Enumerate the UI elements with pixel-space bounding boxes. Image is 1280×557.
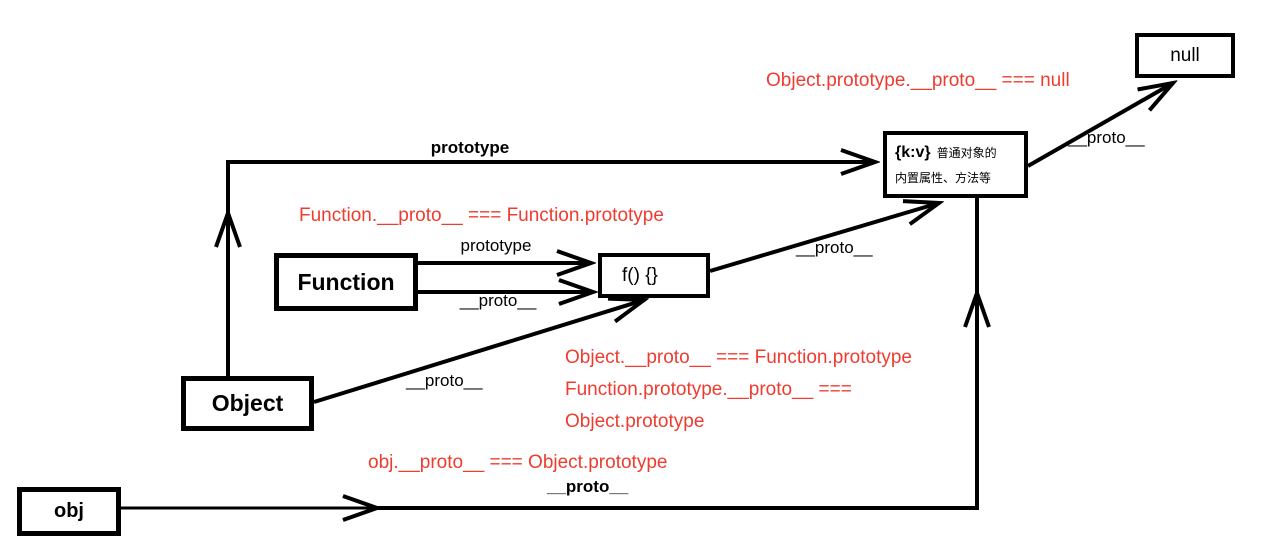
annotation-object-prototype-proto-null: Object.prototype.__proto__ === null xyxy=(766,70,1070,91)
edge-label-obj-proto: __proto__ xyxy=(547,477,629,496)
annotation-function-proto: Function.__proto__ === Function.prototyp… xyxy=(299,205,664,226)
arrow-obj-proto-corner xyxy=(377,293,977,510)
annotation-function-prototype-proto-line2: Object.prototype xyxy=(565,411,705,432)
null-box-label: null xyxy=(1170,44,1200,66)
arrow-fnprototype-proto xyxy=(709,203,939,273)
object-box: Object xyxy=(181,376,314,431)
kv-box-title: {k:v} xyxy=(895,143,931,161)
edge-label-function-proto: __proto__ xyxy=(459,291,537,310)
edge-label-object-proto: __proto__ xyxy=(406,371,483,390)
kv-box-line1: {k:v} 普通对象的 xyxy=(895,144,997,162)
object-box-label: Object xyxy=(211,390,284,416)
arrow-object-proto xyxy=(313,300,644,404)
function-box-label: Function xyxy=(297,268,395,295)
kv-box-desc-line2: 内置属性、方法等 xyxy=(895,170,992,185)
null-box: null xyxy=(1135,33,1235,78)
prototype-object-box: {k:v} 普通对象的 内置属性、方法等 xyxy=(883,131,1028,198)
arrow-kv-proto-to-null xyxy=(1027,83,1173,168)
kv-box-desc-line1: 普通对象的 xyxy=(936,146,997,160)
function-box: Function xyxy=(274,253,418,311)
function-prototype-box-label: f() {} xyxy=(622,264,658,286)
obj-box-label: obj xyxy=(54,500,84,522)
arrow-object-prototype-horizontal xyxy=(226,162,875,213)
annotation-object-proto: Object.__proto__ === Function.prototype xyxy=(565,347,912,368)
edge-label-object-prototype: prototype xyxy=(430,138,510,157)
function-prototype-box: f() {} xyxy=(598,253,710,298)
obj-box: obj xyxy=(17,487,121,536)
edge-label-function-prototype: prototype xyxy=(460,236,532,255)
annotation-obj-proto: obj.__proto__ === Object.prototype xyxy=(368,452,668,473)
edge-label-fnprototype-proto: __proto__ xyxy=(796,238,873,257)
edge-label-kv-proto: __proto__ xyxy=(1068,128,1145,147)
annotation-function-prototype-proto-line1: Function.prototype.__proto__ === xyxy=(565,379,852,400)
